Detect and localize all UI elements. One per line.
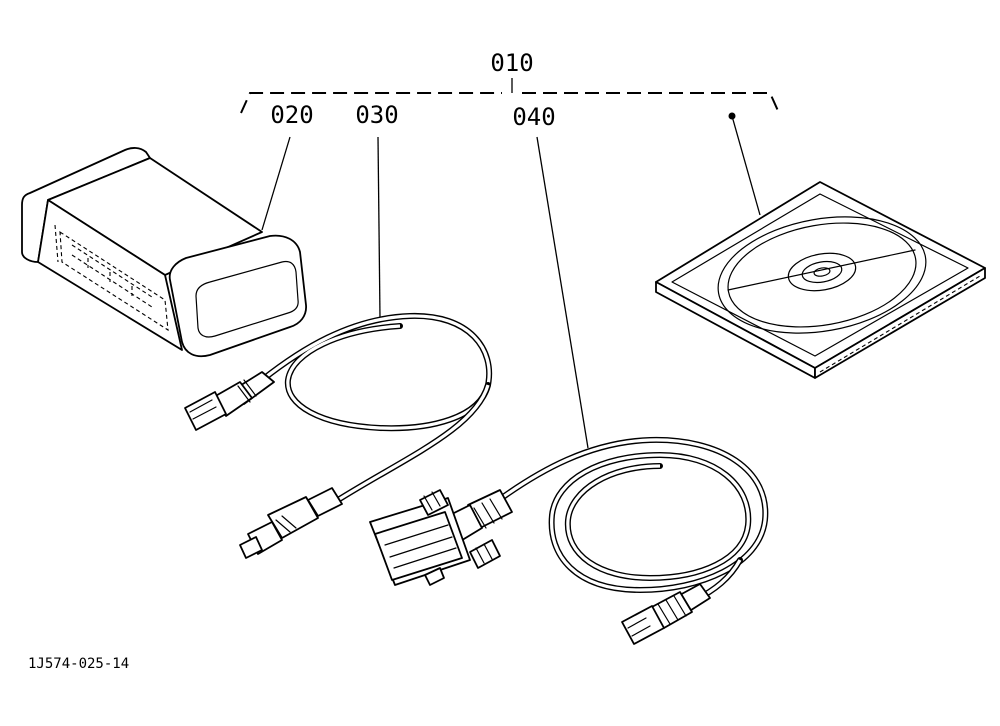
callout-030-label: 030 [355, 101, 398, 129]
leader-software [731, 115, 761, 216]
leader-020 [261, 136, 291, 231]
callout-020-label: 020 [270, 101, 313, 129]
serial-cable [369, 436, 769, 645]
software-cd-case [655, 181, 986, 379]
usb-a-connector [184, 371, 275, 431]
db25-connector [369, 489, 513, 586]
callout-040-label: 040 [512, 103, 555, 131]
leader-030 [377, 136, 381, 319]
leader-lines [261, 112, 761, 449]
drawing-number: 1J574-025-14 [28, 656, 129, 672]
usb-b-connector [239, 487, 343, 559]
callout-010-label: 010 [490, 49, 533, 77]
serial-end-connector [621, 583, 711, 645]
usb-cable [184, 312, 493, 559]
group-bracket-010 [240, 78, 780, 114]
interface-box [21, 147, 307, 358]
leader-040 [536, 136, 589, 449]
